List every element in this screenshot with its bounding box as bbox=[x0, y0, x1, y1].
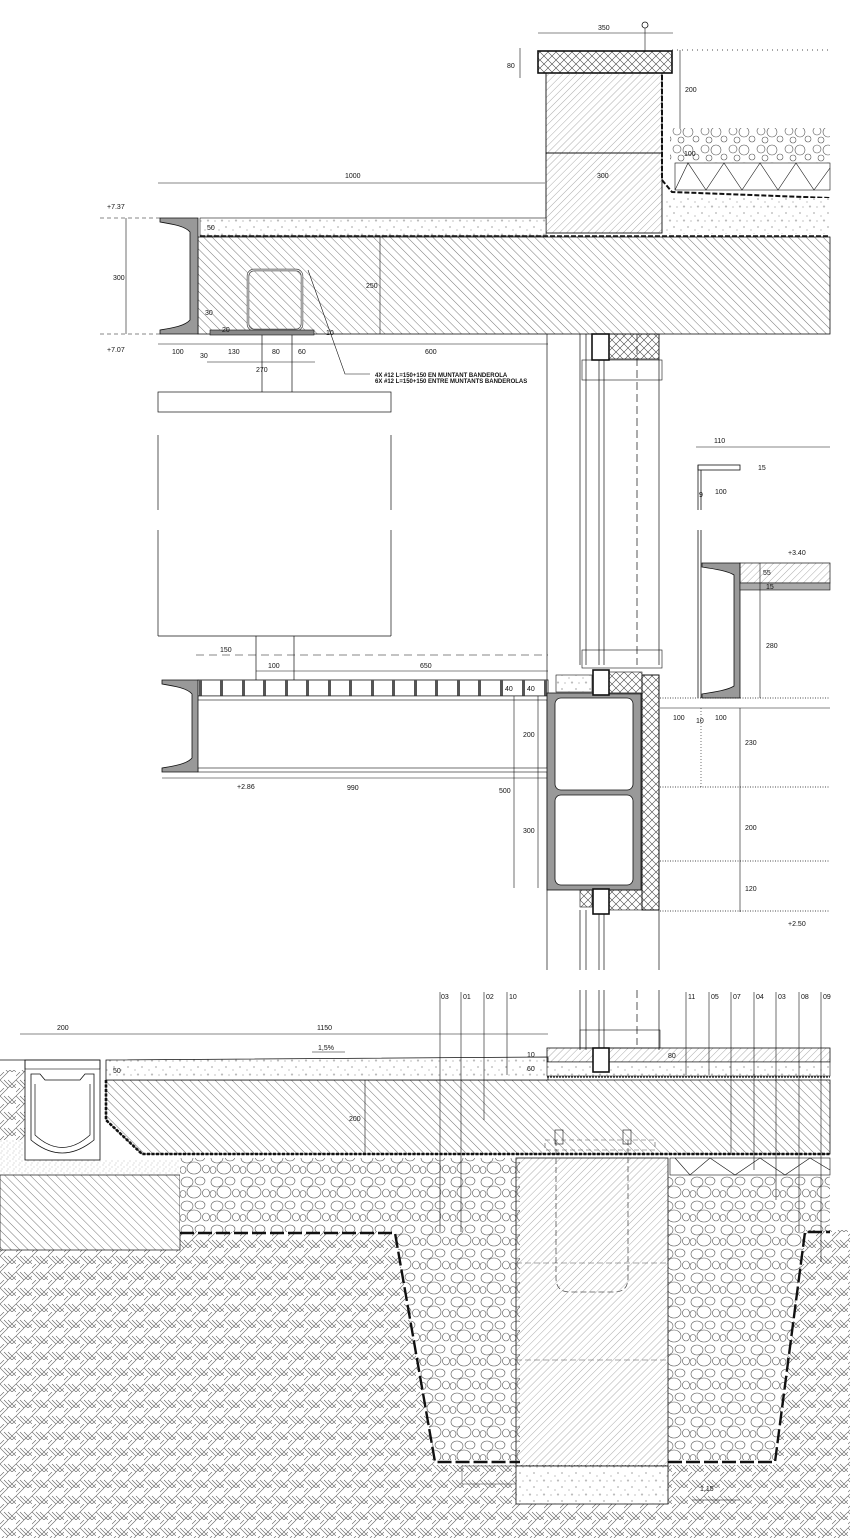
level-right-bottom: +2.50 bbox=[788, 921, 806, 928]
level-bottom-ground: 1.15 bbox=[700, 1486, 714, 1493]
dim-channel: 200 bbox=[57, 1025, 69, 1032]
dim-angle-leg: 100 bbox=[715, 489, 727, 496]
dim-ground-top: 10 bbox=[527, 1052, 535, 1059]
dim-mid-b: 100 bbox=[268, 663, 280, 670]
level-right: +3.40 bbox=[788, 550, 806, 557]
dim-mid-c: 650 bbox=[420, 663, 432, 670]
dim-ground-screed: 50 bbox=[113, 1068, 121, 1075]
dim-angle-gap: 9 bbox=[699, 492, 703, 499]
callout-08: 08 bbox=[801, 994, 809, 1001]
deck-ribs bbox=[199, 680, 547, 696]
dim-gravel: 100 bbox=[684, 151, 696, 158]
dim-bottom-0: 100 bbox=[172, 349, 184, 356]
column-outline bbox=[157, 335, 392, 680]
level-top: +7.37 bbox=[107, 204, 125, 211]
box-beam bbox=[546, 649, 663, 915]
dim-block: 300 bbox=[597, 173, 609, 180]
dim-below-2: 10 bbox=[696, 718, 704, 725]
dim-right-height: 280 bbox=[766, 643, 778, 650]
dim-topping: 60 bbox=[527, 1066, 535, 1073]
dim-sub-a: 30 bbox=[205, 310, 213, 317]
dim-mid-e: 40 bbox=[527, 686, 535, 693]
callout-09: 09 bbox=[823, 994, 831, 1001]
callout-11: 11 bbox=[688, 994, 695, 1001]
dim-layer-2: 15 bbox=[766, 584, 774, 591]
callout-04: 04 bbox=[756, 994, 764, 1001]
callout-03-right: 03 bbox=[778, 994, 786, 1001]
dim-slab-span: 1000 bbox=[345, 173, 361, 180]
dim-bottom-4: 60 bbox=[298, 349, 306, 356]
rebar-note-line-2: 6X #12 L=150+150 ENTRE MUNTANTS BANDEROL… bbox=[375, 379, 527, 385]
dim-slab-thickness: 250 bbox=[366, 283, 378, 290]
callout-02: 02 bbox=[486, 994, 494, 1001]
callouts-left bbox=[439, 992, 508, 1232]
level-bottom: +7.07 bbox=[107, 347, 125, 354]
dim-below-h1: 230 bbox=[745, 740, 757, 747]
dim-mid-a: 150 bbox=[220, 647, 232, 654]
lintel-detail: 110 15 100 9 55 15 +3.40 280 100 10 100 … bbox=[660, 438, 831, 928]
dim-bottom-6: 600 bbox=[425, 349, 437, 356]
dim-beam-span: 990 bbox=[347, 785, 359, 792]
dim-below-h2: 200 bbox=[745, 825, 757, 832]
dim-mid-d: 40 bbox=[505, 686, 513, 693]
window-frame-lines bbox=[546, 334, 660, 1050]
dim-below-3: 100 bbox=[715, 715, 727, 722]
dim-angle-thickness: 15 bbox=[758, 465, 766, 472]
dim-bottom-5: 10 bbox=[326, 330, 334, 337]
floor-beam-section: 150 100 650 40 40 +2.86 990 200 500 300 bbox=[161, 647, 549, 888]
dim-screed: 50 bbox=[207, 225, 215, 232]
dim-beam-total: 500 bbox=[499, 788, 511, 795]
ground-floor-section: 1.15 200 50 1,5% 80 10 60 200 11 bbox=[0, 992, 850, 1538]
callout-10: 10 bbox=[509, 994, 517, 1001]
dim-slab-depth: 300 bbox=[113, 275, 125, 282]
rebar-note-line-1: 4X #12 L=150+150 EN MUNTANT BANDEROLA bbox=[375, 373, 508, 379]
dim-cap-height: 80 bbox=[507, 63, 515, 70]
dim-below-1: 100 bbox=[673, 715, 685, 722]
callouts-right bbox=[685, 992, 822, 1262]
dim-parapet-width: 350 bbox=[598, 25, 610, 32]
dim-beam-lower: 300 bbox=[523, 828, 535, 835]
dim-below-h3: 120 bbox=[745, 886, 757, 893]
callout-01: 01 bbox=[463, 994, 471, 1001]
dim-sub-b: 20 bbox=[222, 327, 230, 334]
dim-bottom-2: 130 bbox=[228, 349, 240, 356]
callout-07: 07 bbox=[733, 994, 741, 1001]
slope-label: 1,5% bbox=[318, 1045, 334, 1052]
dim-bottom-1: 30 bbox=[200, 353, 208, 360]
dim-ground-slab: 200 bbox=[349, 1116, 361, 1123]
roof-section: 350 80 200 300 100 1000 50 250 bbox=[100, 21, 831, 385]
dim-finish: 80 bbox=[668, 1053, 676, 1060]
callout-03: 03 bbox=[441, 994, 449, 1001]
dim-ground-span: 1150 bbox=[317, 1025, 332, 1032]
dim-angle-width: 110 bbox=[714, 438, 725, 445]
dim-layer-1: 55 bbox=[763, 570, 771, 577]
dim-upstand: 200 bbox=[685, 87, 697, 94]
callout-05: 05 bbox=[711, 994, 719, 1001]
dim-beam-depth: 200 bbox=[523, 732, 535, 739]
level-mid: +2.86 bbox=[237, 784, 255, 791]
dim-bottom-3: 80 bbox=[272, 349, 280, 356]
